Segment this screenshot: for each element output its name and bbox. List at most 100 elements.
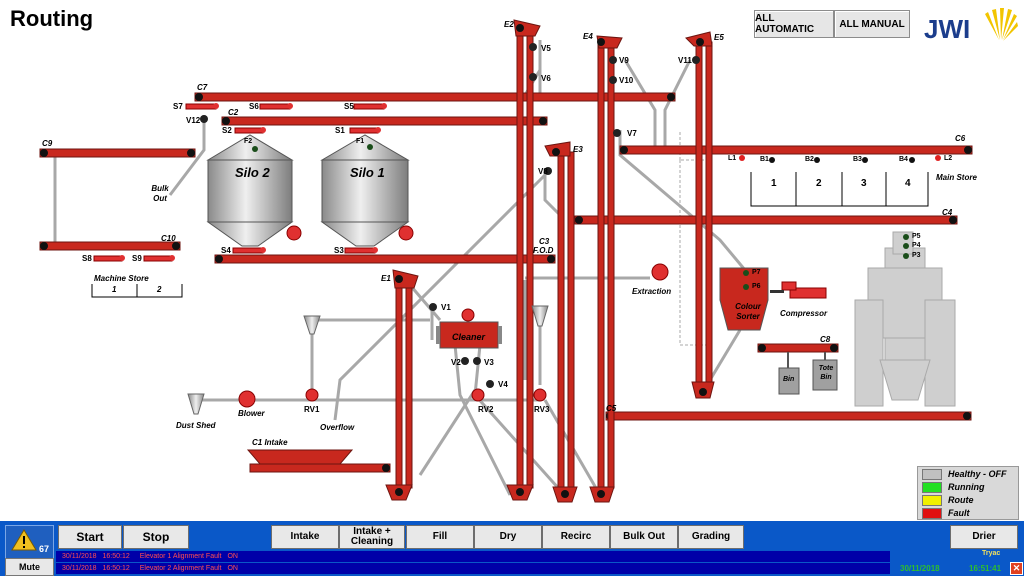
cleaner-fan[interactable] [461, 308, 475, 322]
elevators[interactable] [385, 19, 715, 503]
conveyor-c10[interactable] [39, 241, 181, 251]
legend-swatch [922, 507, 942, 519]
label-c9: C9 [42, 139, 53, 148]
current-date: 30/11/2018 [900, 564, 940, 573]
fill-button[interactable]: Fill [406, 525, 474, 549]
label-p3: P3 [912, 252, 921, 259]
label-b1: B1 [760, 156, 769, 163]
label-v7: V7 [627, 129, 637, 138]
elevator-e5[interactable] [685, 31, 715, 399]
elevator-e4[interactable] [589, 35, 623, 503]
label-extraction: Extraction [632, 287, 672, 296]
fans[interactable] [238, 225, 669, 408]
label-e3: E3 [573, 145, 583, 154]
alarm-count: 67 [39, 544, 50, 554]
recirc-button[interactable]: Recirc [542, 525, 610, 549]
conveyor-c8[interactable] [757, 343, 839, 353]
machine-store-bay-1: 1 [112, 285, 117, 294]
rotary-valve-rv1[interactable] [305, 388, 319, 402]
intake-button[interactable]: Intake [271, 525, 339, 549]
alarm-indicator[interactable]: 67 [5, 525, 54, 559]
intake-cleaning-button[interactable]: Intake + Cleaning [339, 525, 405, 549]
rotary-valve-rv2[interactable] [471, 388, 485, 402]
elevator-e3[interactable] [544, 141, 578, 503]
status-legend: Healthy - OFF Running Route Fault [917, 466, 1019, 520]
alarm-row[interactable]: 30/11/2018 16:50:12 Elevator 1 Alignment… [56, 551, 890, 562]
alarm-state: ON [227, 565, 238, 572]
all-manual-button[interactable]: ALL MANUAL [834, 10, 910, 38]
label-s3: S3 [334, 246, 344, 255]
label-s7: S7 [173, 102, 183, 111]
alarm-state: ON [227, 553, 238, 560]
dry-button[interactable]: Dry [474, 525, 542, 549]
drier[interactable] [854, 231, 956, 407]
alarm-row[interactable]: 30/11/2018 16:50:12 Elevator 2 Alignment… [56, 563, 890, 574]
extraction-fan[interactable] [651, 263, 669, 281]
conveyor-c3[interactable] [214, 254, 556, 264]
label-bulk-out: Bulk Out [151, 184, 169, 203]
conveyors[interactable] [39, 92, 973, 473]
brand-label: Tryac [982, 550, 1001, 557]
label-f1: F1 [356, 138, 365, 145]
slide-gates[interactable] [93, 103, 385, 262]
hopper-right [531, 305, 549, 327]
label-v12: V12 [186, 116, 201, 125]
label-v2: V2 [451, 358, 461, 367]
label-v9: V9 [619, 56, 629, 65]
silo1-fan[interactable] [398, 225, 414, 241]
stop-button[interactable]: Stop [123, 525, 189, 549]
conveyor-c1[interactable] [249, 463, 391, 473]
all-automatic-button[interactable]: ALL AUTOMATIC [754, 10, 834, 38]
alarm-text: Elevator 2 Alignment Fault [139, 565, 222, 572]
tote-bin[interactable] [812, 359, 838, 391]
elevator-e1[interactable] [385, 269, 419, 501]
label-c1-intake: C1 Intake [252, 438, 288, 447]
label-s2: S2 [222, 126, 232, 135]
blower-fan[interactable] [238, 390, 256, 408]
page-title: Routing [10, 6, 94, 31]
colour-sorter[interactable] [719, 267, 769, 331]
grading-button[interactable]: Grading [678, 525, 744, 549]
bulk-out-button[interactable]: Bulk Out [610, 525, 678, 549]
label-c5: C5 [606, 404, 617, 413]
label-s8: S8 [82, 254, 92, 263]
legend-swatch [922, 481, 942, 493]
label-main-store: Main Store [936, 173, 977, 182]
conveyor-c9[interactable] [39, 148, 196, 158]
current-time: 16:51:41 [969, 564, 1002, 573]
warning-icon [11, 529, 37, 551]
label-v8: V8 [538, 167, 548, 176]
rotary-valve-rv3[interactable] [533, 388, 547, 402]
close-icon[interactable]: ✕ [1010, 562, 1023, 575]
elevator-e2[interactable] [506, 19, 541, 501]
mute-button[interactable]: Mute [5, 558, 54, 576]
label-p7: P7 [752, 269, 761, 276]
conveyor-c2[interactable] [221, 116, 548, 126]
conveyor-c4[interactable] [574, 215, 958, 225]
label-s6: S6 [249, 102, 259, 111]
label-l2: L2 [944, 155, 953, 162]
label-s4: S4 [221, 246, 231, 255]
start-button[interactable]: Start [58, 525, 122, 549]
main-store-bay-2: 2 [816, 178, 822, 189]
conveyor-c6[interactable] [619, 145, 973, 155]
silo-1[interactable] [320, 134, 410, 247]
label-rv1: RV1 [304, 405, 320, 414]
conveyor-c5[interactable] [605, 411, 972, 421]
silo2-fan[interactable] [286, 225, 302, 241]
compressor[interactable] [770, 281, 827, 299]
legend-label: Route [948, 495, 974, 505]
legend-item: Healthy - OFF [922, 468, 1014, 480]
silo-2[interactable] [206, 134, 294, 247]
alarm-date: 30/11/2018 [62, 553, 97, 560]
machine-store-bay-2: 2 [157, 285, 162, 294]
legend-item: Running [922, 481, 1014, 493]
drier-button[interactable]: Drier [950, 525, 1018, 549]
label-e5: E5 [714, 33, 724, 42]
label-v6: V6 [541, 74, 551, 83]
label-silo-1: Silo 1 [350, 165, 385, 180]
label-p4: P4 [912, 242, 921, 249]
jwi-logo: JWI [922, 6, 1018, 46]
valve-markers[interactable] [200, 43, 700, 388]
label-machine-store: Machine Store [94, 274, 149, 283]
